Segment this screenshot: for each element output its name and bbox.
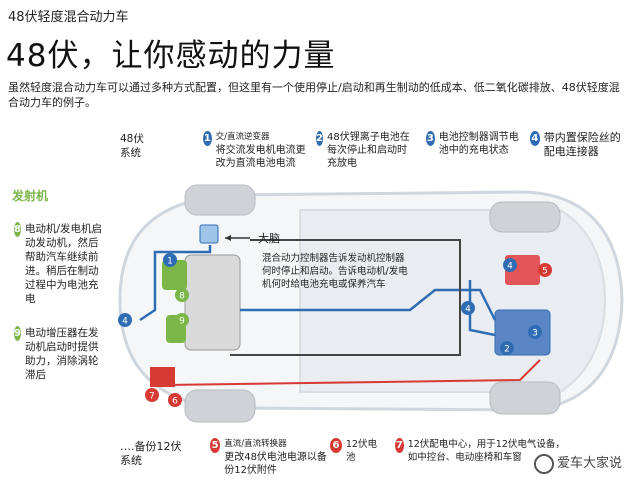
wire-black <box>230 239 461 356</box>
callout-7-text: 12伏配电中心，用于12伏电气设备，如中控台、电动座椅和车窗 <box>407 439 565 463</box>
callout-5-title: 直流/直流转换器 <box>224 439 287 449</box>
brain-arrow-head <box>225 235 231 241</box>
dmarker-5 <box>538 263 552 277</box>
callout-9-text: 电动增压器在发动机启动时提供助力，消除涡轮滞后 <box>24 327 99 381</box>
battery-12v <box>150 367 175 387</box>
wechat-icon <box>533 453 554 474</box>
dmarker-4b-text: 4 <box>465 305 471 315</box>
wheel-front-left <box>184 184 256 216</box>
dmarker-1-text: 1 <box>167 257 173 267</box>
callout-9: 9 电动增压器在发动机启动时提供助力，消除涡轮滞后 <box>14 326 104 382</box>
diagram-markers: 1 2 3 4 4 4 5 6 7 8 9 <box>118 253 552 407</box>
callout-4: 4 带内置保险丝的配电连接器 <box>530 131 630 159</box>
callout-1-title: 交/直流逆变器 <box>215 132 270 142</box>
dmarker-4c <box>503 258 517 272</box>
small-title: 48伏轻度混合动力车 <box>8 10 129 25</box>
dmarker-5-text: 5 <box>542 267 548 277</box>
dmarker-6 <box>168 393 182 407</box>
wire-blue <box>139 245 212 322</box>
callout-6-text: 12伏电池 <box>345 439 377 463</box>
section-heading: 发射机 <box>12 189 49 203</box>
marker-5-icon: 5 <box>210 438 221 453</box>
wire-blue-2 <box>240 288 497 321</box>
callout-3-text: 电池控制器调节电池中的充电状态 <box>438 132 519 156</box>
dmarker-9-text: 9 <box>179 317 185 327</box>
dmarker-1 <box>163 253 177 267</box>
wire-red <box>164 359 541 386</box>
watermark-text: 爱车大家说 <box>556 456 622 471</box>
engine-block <box>184 254 241 351</box>
callout-6: 6 12伏电池 <box>330 438 378 464</box>
callout-7: 7 12伏配电中心，用于12伏电气设备，如中控台、电动座椅和车窗 <box>395 438 565 464</box>
callout-8: 8 电动机/发电机启动发动机，然后帮助汽车继续前进。稍后在制动过程中为电池充电 <box>14 222 104 306</box>
marker-3-icon: 3 <box>426 131 435 146</box>
callout-2-text: 48伏锂离子电池在每次停止和启动时充放电 <box>326 132 410 169</box>
marker-4-icon: 4 <box>530 131 540 146</box>
dmarker-3 <box>528 325 542 339</box>
dmarker-8-text: 8 <box>179 292 185 302</box>
intro-text: 虽然轻度混合动力车可以通过多种方式配置，但这里有一个使用停止/启动和再生制动的低… <box>8 81 620 109</box>
dmarker-4c-text: 4 <box>507 262 513 272</box>
wheel-front-right <box>184 389 256 423</box>
callout-5-text: 更改48伏电池电源以备份12伏附件 <box>224 452 327 476</box>
page-title: 48伏，让你感动的力量 <box>6 38 336 74</box>
system-12-label: ….备份12伏 系统 <box>120 440 182 467</box>
dmarker-4a-text: 4 <box>122 317 128 327</box>
dmarker-7 <box>145 388 159 402</box>
dmarker-8 <box>175 288 189 302</box>
marker-8-icon: 8 <box>14 222 21 237</box>
dmarker-2 <box>500 341 514 355</box>
wheel-rear-left <box>489 201 561 233</box>
car-roof <box>299 209 607 393</box>
marker-7-icon: 7 <box>395 438 404 453</box>
system-48-label: 48伏 系统 <box>120 133 144 159</box>
marker-6-icon: 6 <box>330 438 342 453</box>
inverter-box <box>199 224 219 244</box>
wire-blue-3 <box>468 280 496 337</box>
car-diagram: 1 2 3 4 4 4 5 6 7 8 9 <box>118 184 624 423</box>
callout-2: 2 48伏锂离子电池在每次停止和启动时充放电 <box>316 131 416 170</box>
callout-8-text: 电动机/发电机启动发动机，然后帮助汽车继续前进。稍后在制动过程中为电池充电 <box>24 223 103 305</box>
watermark: 爱车大家说 <box>533 452 622 474</box>
callout-4-text: 带内置保险丝的配电连接器 <box>543 131 621 158</box>
dmarker-7-text: 7 <box>149 392 155 402</box>
dmarker-3-text: 3 <box>532 329 538 339</box>
marker-9-icon: 9 <box>14 326 21 341</box>
wheel-rear-right <box>489 381 561 415</box>
dmarker-4a <box>118 313 132 327</box>
marker-1-icon: 1 <box>203 131 212 146</box>
callout-5: 5 直流/直流转换器更改48伏电池电源以备份12伏附件 <box>210 438 330 477</box>
dmarker-2-text: 2 <box>504 345 510 355</box>
dmarker-6-text: 6 <box>172 397 178 407</box>
motor-generator <box>162 260 187 290</box>
callout-3: 3 电池控制器调节电池中的充电状态 <box>426 131 526 157</box>
brain-label: 大脑 <box>258 232 280 245</box>
marker-2-icon: 2 <box>316 131 323 146</box>
callout-1: 1 交/直流逆变器将交流发电机电流更改为直流电池电流 <box>203 131 313 170</box>
controller-note: 混合动力控制器告诉发动机控制器何时停止和启动。告诉电动机/发电机何时给电池充电或… <box>262 253 408 290</box>
dmarker-4b <box>461 301 475 315</box>
callout-1-text: 将交流发电机电流更改为直流电池电流 <box>215 145 306 169</box>
dmarker-9 <box>175 313 189 327</box>
